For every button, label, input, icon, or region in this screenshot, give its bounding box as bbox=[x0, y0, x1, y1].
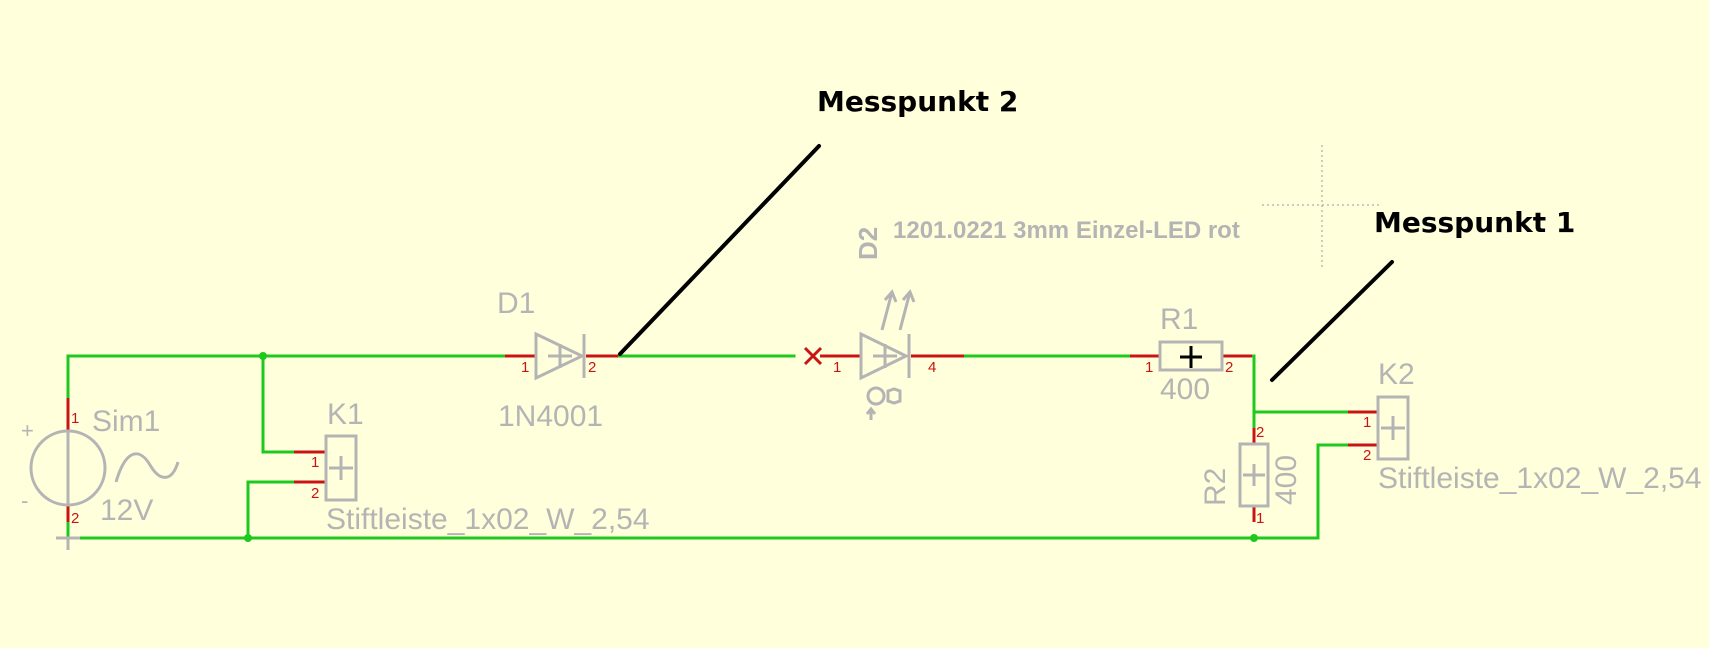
messpunkt-1-leader bbox=[1270, 260, 1394, 382]
sim1-source-symbol[interactable] bbox=[29, 429, 180, 550]
r1-resistor-symbol[interactable] bbox=[1158, 340, 1224, 372]
r1-pin1-label: 1 bbox=[1145, 359, 1154, 376]
d1-name-label: D1 bbox=[497, 287, 536, 320]
r1-pin2-label: 2 bbox=[1225, 359, 1234, 376]
d1-value-label: 1N4001 bbox=[498, 400, 604, 433]
sim1-name-label: Sim1 bbox=[92, 405, 161, 438]
d2-pin1-label: 1 bbox=[833, 359, 842, 376]
wire-net[interactable] bbox=[66, 354, 1350, 540]
k2-pin2-label: 2 bbox=[1363, 447, 1372, 464]
k1-pin2-label: 2 bbox=[311, 485, 320, 502]
junction-dot bbox=[1250, 534, 1258, 542]
d1-pin1-label: 1 bbox=[521, 359, 530, 376]
sine-wave-icon bbox=[114, 452, 180, 483]
sim1-plus-label: + bbox=[21, 418, 34, 443]
r2-name-label: R2 bbox=[1199, 467, 1232, 506]
d1-pin2-label: 2 bbox=[588, 359, 597, 376]
led-outline-icon bbox=[866, 386, 886, 406]
r2-pin1-label: 1 bbox=[1256, 510, 1265, 527]
sim1-pin1-label: 1 bbox=[71, 410, 80, 427]
k1-connector-symbol[interactable] bbox=[324, 434, 358, 502]
sim1-value-label: 12V bbox=[100, 494, 154, 527]
messpunkt-2-leader bbox=[618, 144, 821, 356]
light-arrow-icon bbox=[898, 291, 912, 331]
messpunkt-1-label: Messpunkt 1 bbox=[1374, 206, 1576, 239]
k2-pin1-label: 1 bbox=[1363, 414, 1372, 431]
wire-top-left bbox=[66, 354, 507, 400]
k2-connector-symbol[interactable] bbox=[1376, 395, 1410, 461]
messpunkt-2-label: Messpunkt 2 bbox=[817, 85, 1019, 118]
d2-name-label: D2 bbox=[853, 226, 883, 260]
d2-value-label: 1201.0221 3mm Einzel-LED rot bbox=[893, 217, 1240, 244]
r1-name-label: R1 bbox=[1160, 303, 1199, 336]
k1-name-label: K1 bbox=[327, 398, 364, 431]
r1-origin-cross bbox=[1180, 346, 1202, 368]
junction-dot bbox=[259, 352, 267, 360]
d1-diode-symbol[interactable] bbox=[534, 331, 586, 381]
r2-pin2-label: 2 bbox=[1256, 424, 1265, 441]
r2-value-label: 400 bbox=[1270, 454, 1303, 505]
pin-stubs bbox=[66, 346, 1378, 522]
wire-k2-return bbox=[1316, 443, 1350, 540]
sim1-pin2-label: 2 bbox=[71, 510, 80, 527]
crosshair-cursor bbox=[1262, 145, 1382, 270]
wire-r1-r2 bbox=[1250, 354, 1256, 430]
wire-k1-return bbox=[246, 480, 296, 540]
junction-dot bbox=[244, 534, 252, 542]
sim1-minus-label: - bbox=[21, 488, 29, 513]
d2-pin4-label: 4 bbox=[928, 359, 937, 376]
r1-value-label: 400 bbox=[1160, 373, 1211, 406]
k2-name-label: K2 bbox=[1378, 358, 1415, 391]
r2-resistor-symbol[interactable] bbox=[1238, 442, 1270, 508]
junctions bbox=[244, 352, 1258, 542]
k1-value-label: Stiftleiste_1x02_W_2,54 bbox=[326, 503, 650, 536]
light-arrow-icon bbox=[880, 291, 894, 331]
k1-pin1-label: 1 bbox=[311, 454, 320, 471]
d2-led-symbol[interactable] bbox=[859, 289, 916, 420]
led-footprint-icon bbox=[886, 387, 902, 405]
k2-value-label: Stiftleiste_1x02_W_2,54 bbox=[1378, 462, 1702, 495]
